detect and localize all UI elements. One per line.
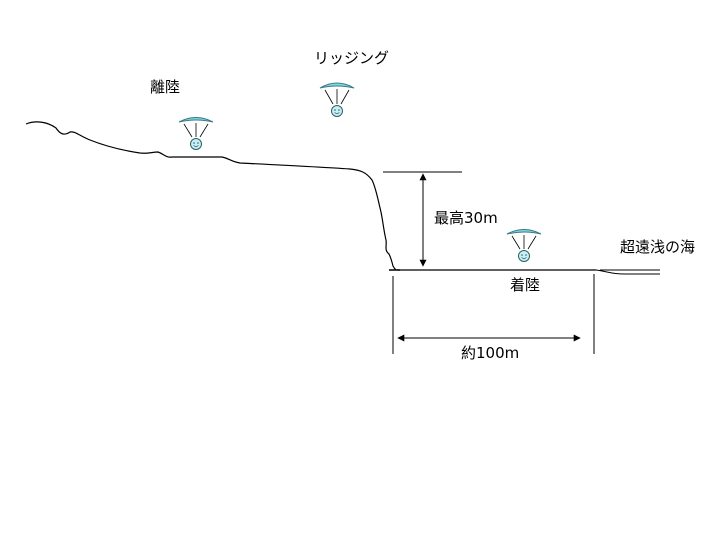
paraglider-takeoff-icon [178,117,214,150]
rigging-label: リッジング [314,49,390,67]
cliff-terrain-line [25,121,397,271]
shallow-sea-label: 超遠浅の海 [620,238,696,256]
takeoff-label: 離陸 [150,78,181,96]
sea-shoreline [595,269,660,275]
landing-label: 着陸 [510,276,541,294]
distance-label: 約100m [461,344,520,362]
paraglider-rigging-icon [319,82,355,117]
max-height-label: 最高30m [434,209,498,227]
paraglider-landing-icon [506,229,542,262]
